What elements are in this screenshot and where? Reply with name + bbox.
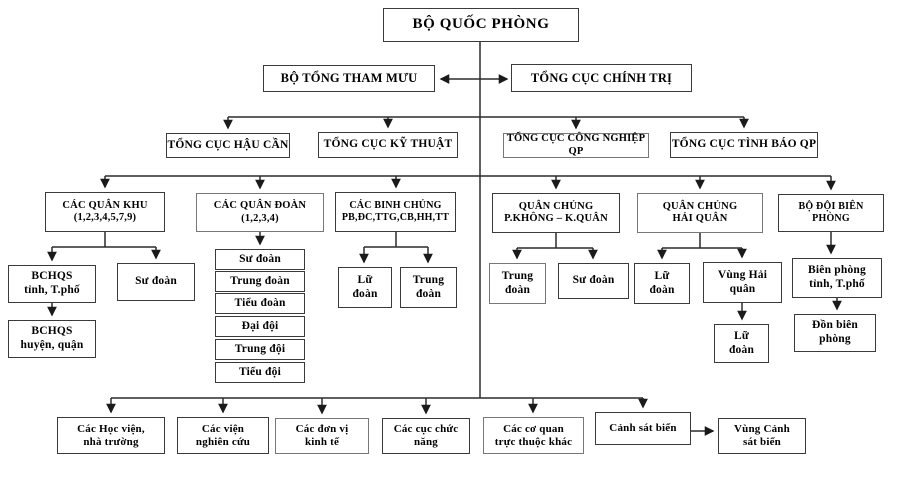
node-cac-binh-chung: CÁC BINH CHỦNG PB,ĐC,TTG,CB,HH,TT <box>335 192 456 232</box>
node-label: Vùng Cảnh <box>734 423 790 436</box>
node-lu-doan-vung-hai-quan: Lữ đoàn <box>714 324 769 363</box>
node-label: Tiểu đoàn <box>234 296 286 309</box>
node-label: TỔNG CỤC TÌNH BÁO QP <box>671 138 817 151</box>
node-bchqs-huyen-quan: BCHQS huyện, quận <box>8 320 96 358</box>
node-stack-su-doan: Sư đoàn <box>215 249 305 270</box>
node-label: TỔNG CỤC CÔNG NGHIỆP QP <box>506 133 646 157</box>
node-label: sát biển <box>743 436 781 448</box>
node-label: Vùng Hải <box>717 268 768 281</box>
node-label: Các viện <box>201 422 245 435</box>
node-tong-cuc-cong-nghiep-qp: TỔNG CỤC CÔNG NGHIỆP QP <box>503 133 649 158</box>
node-label: Lữ <box>654 269 670 282</box>
node-label: TỔNG CỤC CHÍNH TRỊ <box>530 70 673 85</box>
node-cac-hoc-vien-nha-truong: Các Học viện, nhà trường <box>57 417 165 454</box>
node-label: Các cơ quan <box>503 422 564 435</box>
node-label: tỉnh, T.phố <box>809 278 865 290</box>
node-tong-cuc-ky-thuat: TỔNG CỤC KỸ THUẬT <box>318 132 458 158</box>
node-cac-don-vi-kinh-te: Các đơn vị kinh tế <box>275 418 369 454</box>
node-label: TỔNG CỤC HẬU CẦN <box>167 138 289 151</box>
node-label: Các đơn vị <box>295 423 349 436</box>
node-don-bien-phong: Đồn biên phòng <box>794 314 876 352</box>
node-label: Cảnh sát biển <box>609 422 677 435</box>
node-label: Sư đoàn <box>572 274 615 287</box>
node-label: Trung đoàn <box>230 274 290 287</box>
node-quan-chung-phong-khong-khong-quan: QUÂN CHỦNG P.KHÔNG – K.QUÂN <box>492 193 620 233</box>
node-label: Tiểu đội <box>239 365 281 378</box>
node-su-doan-quan-khu: Sư đoàn <box>117 263 195 301</box>
node-label: nhà trường <box>83 435 139 448</box>
node-cac-quan-khu: CÁC QUÂN KHU (1,2,3,4,5,7,9) <box>45 192 165 232</box>
node-bchqs-tinh-thanh-pho: BCHQS tỉnh, T.phố <box>8 265 96 303</box>
node-label: (1,2,3,4) <box>241 212 279 224</box>
node-stack-dai-doi: Đại đội <box>215 316 305 337</box>
node-vung-canh-sat-bien: Vùng Cảnh sát biển <box>718 418 806 454</box>
node-label: HẢI QUÂN <box>672 213 728 224</box>
node-lu-doan-hai-quan: Lữ đoàn <box>634 263 690 304</box>
node-lu-doan-binh-chung: Lữ đoàn <box>338 267 392 308</box>
node-tong-cuc-hau-can: TỔNG CỤC HẬU CẦN <box>166 133 290 158</box>
node-trung-doan-binh-chung: Trung đoàn <box>400 267 457 308</box>
node-label: Sư đoàn <box>239 252 281 265</box>
node-label: P.KHÔNG – K.QUÂN <box>504 213 608 224</box>
node-label: BCHQS <box>31 270 73 283</box>
node-label: đoàn <box>415 287 442 300</box>
node-label: Sư đoàn <box>135 275 177 288</box>
node-label: quân <box>729 282 756 295</box>
node-label: Trung <box>412 273 445 286</box>
node-tong-cuc-tinh-bao-qp: TỔNG CỤC TÌNH BÁO QP <box>670 132 818 158</box>
node-label: nghiên cứu <box>195 435 251 448</box>
node-tong-cuc-chinh-tri: TỔNG CỤC CHÍNH TRỊ <box>511 64 692 92</box>
node-label: PB,ĐC,TTG,CB,HH,TT <box>341 212 450 223</box>
node-label: Các cục chức <box>393 423 459 436</box>
node-bo-doi-bien-phong: BỘ ĐỘI BIÊN PHÒNG <box>778 194 884 232</box>
node-label: Đại đội <box>241 319 279 332</box>
node-label: Đồn biên <box>811 319 859 332</box>
node-label: Trung <box>501 269 534 282</box>
node-stack-trung-doan: Trung đoàn <box>215 271 305 292</box>
node-trung-doan-phong-khong: Trung đoàn <box>489 263 546 304</box>
node-canh-sat-bien: Cảnh sát biển <box>595 412 691 445</box>
node-label: huyện, quận <box>20 339 84 351</box>
node-label: TỔNG CỤC KỸ THUẬT <box>323 138 453 151</box>
node-label: năng <box>413 436 439 448</box>
node-cac-cuc-chuc-nang: Các cục chức năng <box>382 418 470 454</box>
node-bo-tong-tham-muu: BỘ TỔNG THAM MƯU <box>263 65 435 92</box>
node-su-doan-phong-khong: Sư đoàn <box>558 263 629 299</box>
node-bo-quoc-phong: BỘ QUỐC PHÒNG <box>383 8 579 42</box>
node-cac-quan-doan: CÁC QUÂN ĐOÀN (1,2,3,4) <box>196 193 324 232</box>
node-label: Lữ <box>734 329 749 342</box>
node-label: Lữ <box>357 273 373 286</box>
node-label: Các Học viện, <box>77 422 145 435</box>
node-label: CÁC QUÂN ĐOÀN <box>213 200 307 212</box>
node-label: kinh tế <box>304 436 340 448</box>
node-label: tỉnh, T.phố <box>24 284 80 296</box>
node-label: CÁC BINH CHỦNG <box>349 200 442 212</box>
node-label: đoàn <box>649 283 675 296</box>
node-label: CÁC QUÂN KHU <box>62 199 148 211</box>
node-label: Trung đội <box>234 342 286 355</box>
node-label: BỘ TỔNG THAM MƯU <box>280 71 418 86</box>
node-label: phòng <box>819 333 851 345</box>
node-quan-chung-hai-quan: QUÂN CHỦNG HẢI QUÂN <box>637 193 763 233</box>
node-vung-hai-quan: Vùng Hải quân <box>703 262 782 303</box>
node-label: BỘ QUỐC PHÒNG <box>412 16 550 33</box>
node-label: đoàn <box>352 287 378 300</box>
node-label: QUÂN CHỦNG <box>518 200 594 212</box>
node-label: QUÂN CHỦNG <box>662 200 738 212</box>
node-label: BCHQS <box>31 325 73 338</box>
node-label: đoàn <box>728 343 755 356</box>
node-stack-trung-doi: Trung đội <box>215 339 305 360</box>
node-cac-vien-nghien-cuu: Các viện nghiên cứu <box>177 417 269 454</box>
node-label: Biên phòng <box>808 264 866 277</box>
node-label: BỘ ĐỘI BIÊN PHÒNG <box>798 201 864 224</box>
node-label: (1,2,3,4,5,7,9) <box>73 212 137 223</box>
node-stack-tieu-doi: Tiểu đội <box>215 362 305 383</box>
node-label: trực thuộc khác <box>494 435 573 448</box>
node-cac-co-quan-truc-thuoc-khac: Các cơ quan trực thuộc khác <box>483 417 584 454</box>
node-label: đoàn <box>504 283 531 296</box>
node-bien-phong-tinh-thanh-pho: Biên phòng tỉnh, T.phố <box>792 258 882 298</box>
node-stack-tieu-doan: Tiểu đoàn <box>215 293 305 314</box>
